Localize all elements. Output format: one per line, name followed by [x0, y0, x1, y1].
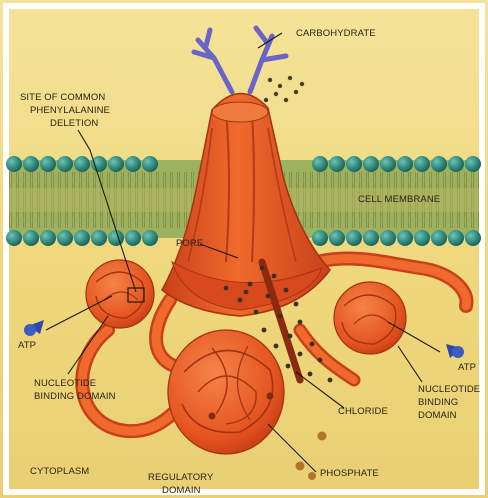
lipid-head — [465, 230, 481, 246]
ion-dot — [268, 78, 272, 82]
chloride-ion — [248, 282, 253, 287]
lipid-head — [108, 156, 124, 172]
chloride-ion — [260, 266, 265, 271]
label-nbd-right-line2: BINDING — [418, 397, 458, 408]
lipid-head — [329, 156, 345, 172]
lipid-head — [414, 156, 430, 172]
chloride-ion — [266, 294, 271, 299]
lipid-head — [346, 230, 362, 246]
chloride-ion — [262, 328, 267, 333]
lipid-head — [57, 156, 73, 172]
label-cytoplasm: CYTOPLASM — [30, 466, 89, 477]
lipid-head — [363, 156, 379, 172]
lipid-head — [431, 156, 447, 172]
label-site-line2: PHENYLALANINE — [30, 105, 110, 116]
label-site-line3: DELETION — [50, 118, 98, 129]
regulatory-domain — [168, 330, 284, 454]
ion-dot — [278, 84, 282, 88]
chloride-ion — [244, 290, 249, 295]
label-regulatory-line1: REGULATORY — [148, 472, 214, 483]
lipid-head — [91, 230, 107, 246]
ion-dot — [288, 76, 292, 80]
lipid-head — [380, 230, 396, 246]
lipid-head — [312, 230, 328, 246]
ion-dot — [264, 98, 268, 102]
ion-dot — [274, 92, 278, 96]
label-nbd-left-line1: NUCLEOTIDE — [34, 378, 96, 389]
lipid-head — [23, 230, 39, 246]
chloride-ion — [288, 334, 293, 339]
chloride-ion — [310, 342, 315, 347]
label-carbohydrate: CARBOHYDRATE — [296, 28, 376, 39]
lipid-head — [6, 230, 22, 246]
lipid-head — [125, 156, 141, 172]
chloride-ion — [224, 286, 229, 291]
lipid-head — [380, 156, 396, 172]
lipid-head — [40, 156, 56, 172]
lipid-head — [6, 156, 22, 172]
chloride-ion — [238, 298, 243, 303]
lipid-head — [142, 230, 158, 246]
lipid-head — [431, 230, 447, 246]
label-site-line1: SITE OF COMMON — [20, 92, 105, 103]
chloride-ion — [272, 274, 277, 279]
lipid-head — [40, 230, 56, 246]
lipid-head — [312, 156, 328, 172]
lipid-head — [74, 156, 90, 172]
lipid-head — [91, 156, 107, 172]
lipid-head — [125, 230, 141, 246]
lipid-head — [448, 156, 464, 172]
chloride-ion — [318, 358, 323, 363]
label-regulatory-line2: DOMAIN — [162, 485, 201, 496]
chloride-ion — [328, 378, 333, 383]
label-pore: PORE — [176, 238, 203, 249]
lipid-head — [397, 230, 413, 246]
chloride-ion — [286, 364, 291, 369]
label-atp-right: ATP — [458, 362, 476, 373]
nucleotide-binding-domain-left — [86, 260, 154, 328]
chloride-ion — [278, 314, 283, 319]
lipid-head — [346, 156, 362, 172]
label-phosphate: PHOSPHATE — [320, 468, 379, 479]
lipid-head — [329, 230, 345, 246]
chloride-ion — [294, 302, 299, 307]
label-nbd-right-line3: DOMAIN — [418, 410, 457, 421]
lipid-head — [397, 156, 413, 172]
label-chloride: CHLORIDE — [338, 406, 388, 417]
label-atp-left: ATP — [18, 340, 36, 351]
lipid-head — [414, 230, 430, 246]
ion-dot — [284, 98, 288, 102]
lipid-head — [108, 230, 124, 246]
lipid-head — [23, 156, 39, 172]
ion-dot — [300, 82, 304, 86]
ion-dot — [294, 90, 298, 94]
lipid-head — [465, 156, 481, 172]
label-nbd-left-line2: BINDING DOMAIN — [34, 391, 116, 402]
lipid-head — [142, 156, 158, 172]
label-cell-membrane: CELL MEMBRANE — [358, 194, 440, 205]
nucleotide-binding-domain-right — [334, 282, 406, 354]
chloride-ion — [284, 288, 289, 293]
chloride-ion — [298, 352, 303, 357]
chloride-ion — [308, 372, 313, 377]
chloride-ion — [254, 310, 259, 315]
lipid-head — [448, 230, 464, 246]
lipid-head — [57, 230, 73, 246]
lipid-head — [74, 230, 90, 246]
chloride-ion — [298, 320, 303, 325]
chloride-ion — [274, 344, 279, 349]
lipid-head — [363, 230, 379, 246]
label-nbd-right-line1: NUCLEOTIDE — [418, 384, 480, 395]
